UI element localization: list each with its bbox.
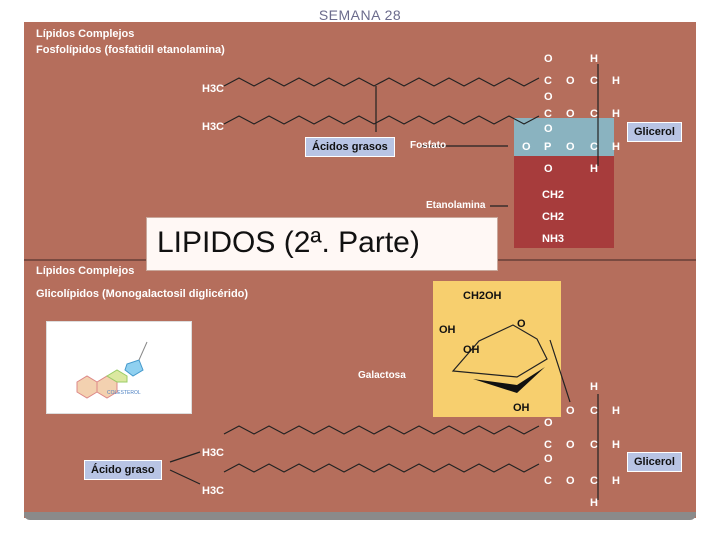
o-atom-12: O bbox=[544, 453, 553, 465]
oh-atom-2: OH bbox=[463, 344, 480, 356]
c-atom-4: C bbox=[590, 108, 598, 120]
h-atom-8: H bbox=[612, 439, 620, 451]
slide-title: LIPIDOS (2ª. Parte) bbox=[157, 226, 420, 259]
h3c-atom-4: H3C bbox=[202, 485, 224, 497]
h-atom-10: H bbox=[590, 497, 598, 509]
acidos-grasos-label: Ácidos grasos bbox=[305, 137, 395, 157]
oh-atom-3: OH bbox=[513, 402, 530, 414]
h-atom-2: H bbox=[590, 53, 598, 65]
c-atom-9: C bbox=[544, 475, 552, 487]
o-atom-10: O bbox=[544, 417, 553, 429]
header-bar: SEMANA 28 bbox=[0, 0, 720, 24]
ch2-atom-2: CH2 bbox=[542, 211, 564, 223]
cholesterol-structure: COLESTEROL bbox=[76, 341, 148, 399]
fatty-acid-chain-1 bbox=[223, 77, 540, 87]
phospholipid-structure: H3C H3C O C O C H H O C O C H O O P O C … bbox=[202, 53, 620, 248]
o-atom-6: O bbox=[522, 141, 531, 153]
phosphate-band bbox=[514, 118, 614, 156]
p-atom: P bbox=[544, 141, 551, 153]
nh3-atom: NH3 bbox=[542, 233, 564, 245]
etanolamina-label: Etanolamina bbox=[426, 200, 486, 211]
h-atom-5: H bbox=[590, 163, 598, 175]
o-atom-4: O bbox=[566, 108, 575, 120]
o-atom-3: O bbox=[544, 91, 553, 103]
glicerol-label-top: Glicerol bbox=[627, 122, 682, 142]
h-atom-7: H bbox=[612, 405, 620, 417]
title-box: LIPIDOS (2ª. Parte) bbox=[146, 217, 498, 271]
c-atom-8: C bbox=[590, 439, 598, 451]
slide-canvas: Lípidos Complejos Fosfolípidos (fosfatid… bbox=[24, 22, 696, 518]
slide-shadow bbox=[24, 512, 696, 520]
acido-graso-pointer-1 bbox=[169, 451, 201, 463]
o-atom-9: O bbox=[566, 405, 575, 417]
o-atom-5: O bbox=[544, 123, 553, 135]
ring-bold-edge bbox=[473, 367, 545, 393]
c-atom-3: C bbox=[544, 108, 552, 120]
o-atom-13: O bbox=[566, 475, 575, 487]
oh-atom-1: OH bbox=[439, 324, 456, 336]
h3c-atom-2: H3C bbox=[202, 121, 224, 133]
glicerol-label-bottom: Glicerol bbox=[627, 452, 682, 472]
glycosidic-bond bbox=[549, 339, 571, 403]
ch2-atom-1: CH2 bbox=[542, 189, 564, 201]
ring-o-atom: O bbox=[517, 318, 526, 330]
c-atom-7: C bbox=[544, 439, 552, 451]
fatty-acid-chain-4 bbox=[223, 463, 540, 473]
acido-graso-label: Ácido graso bbox=[84, 460, 162, 480]
colesterol-label: COLESTEROL bbox=[107, 390, 141, 396]
cholesterol-thumbnail: COLESTEROL bbox=[46, 321, 192, 414]
section1-subheading: Fosfolípidos (fosfatidil etanolamina) bbox=[36, 44, 225, 56]
o-atom-11: O bbox=[566, 439, 575, 451]
c-atom-1: C bbox=[544, 75, 552, 87]
section2-subheading: Glicolípidos (Monogalactosil diglicérido… bbox=[36, 288, 249, 300]
side-chain bbox=[138, 341, 148, 361]
galactosa-label: Galactosa bbox=[358, 370, 406, 381]
ch2oh-atom: CH2OH bbox=[463, 290, 502, 302]
fatty-acid-chain-2 bbox=[223, 115, 540, 125]
section1-heading: Lípidos Complejos bbox=[36, 28, 135, 40]
c-atom-10: C bbox=[590, 475, 598, 487]
h3c-atom-3: H3C bbox=[202, 447, 224, 459]
ethanolamine-band bbox=[514, 156, 614, 248]
galactose-ring: CH2OH OH OH OH O bbox=[439, 290, 548, 414]
h-atom-9: H bbox=[612, 475, 620, 487]
galactose-panel: CH2OH OH OH OH O bbox=[433, 281, 561, 417]
o-atom-7: O bbox=[566, 141, 575, 153]
h-atom-3: H bbox=[612, 108, 620, 120]
fosfato-label: Fosfato bbox=[410, 140, 447, 151]
c-atom-2: C bbox=[590, 75, 598, 87]
ring-c bbox=[106, 369, 128, 383]
week-label: SEMANA 28 bbox=[318, 7, 402, 23]
h-atom-6: H bbox=[590, 381, 598, 393]
o-atom-8: O bbox=[544, 163, 553, 175]
ring-d bbox=[124, 359, 144, 377]
o-atom-2: O bbox=[566, 75, 575, 87]
c-atom-6: C bbox=[590, 405, 598, 417]
h-atom-4: H bbox=[612, 141, 620, 153]
pyranose-ring bbox=[451, 324, 548, 378]
h3c-atom-1: H3C bbox=[202, 83, 224, 95]
c-atom-5: C bbox=[590, 141, 598, 153]
o-atom-1: O bbox=[544, 53, 553, 65]
fatty-acid-chain-3 bbox=[223, 425, 540, 435]
glycolipid-structure: H3C H3C H O C H O C O C H O C O C H H bbox=[169, 339, 620, 509]
section2-heading: Lípidos Complejos bbox=[36, 265, 135, 277]
h-atom-1: H bbox=[612, 75, 620, 87]
acido-graso-pointer-2 bbox=[169, 469, 201, 485]
